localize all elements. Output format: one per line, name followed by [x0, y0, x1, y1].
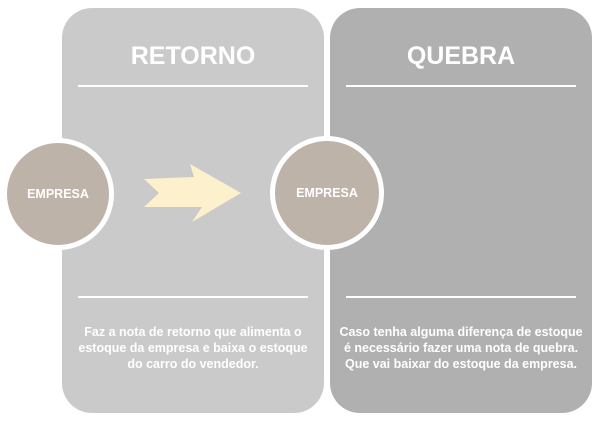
empresa-label: EMPRESA	[27, 187, 89, 201]
arrow-right-icon	[144, 164, 241, 222]
empresa-circle-right: EMPRESA	[270, 136, 384, 250]
empresa-label: EMPRESA	[296, 186, 358, 200]
divider	[346, 296, 576, 298]
retorno-title: RETORNO	[130, 42, 256, 70]
empresa-circle-left: EMPRESA	[2, 138, 114, 250]
quebra-title: QUEBRA	[406, 42, 516, 70]
divider	[78, 85, 308, 87]
quebra-description: Caso tenha alguma diferença de estoque é…	[339, 325, 583, 371]
retorno-description: Faz a nota de retorno que alimenta o est…	[78, 325, 308, 371]
divider	[346, 85, 576, 87]
divider	[78, 296, 308, 298]
